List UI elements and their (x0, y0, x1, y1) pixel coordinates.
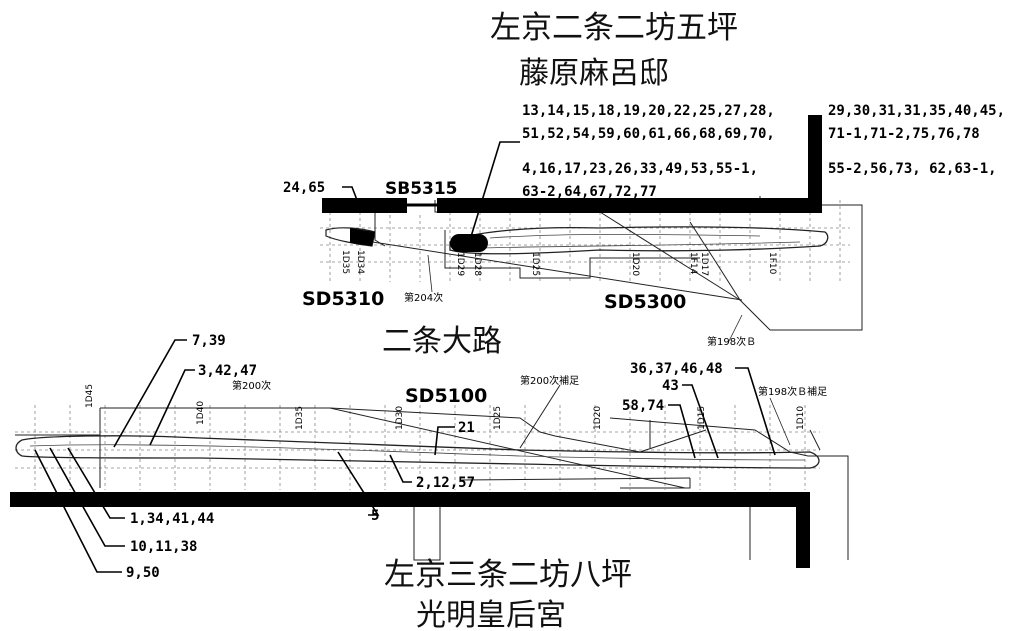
sd5100-ditch-inner (29, 444, 806, 461)
sb5315-bar-left (322, 198, 407, 213)
north-block-name: 左京二条二坊五坪 (490, 10, 738, 46)
callout-1-34-41-44: 1,34,41,44 (130, 511, 214, 527)
north-wall-vertical (808, 115, 822, 213)
upper-trench-outline (324, 196, 863, 331)
sd5300-label: SD5300 (604, 291, 686, 313)
callout-21: 21 (458, 420, 475, 436)
grid-label: 1D15 (697, 406, 707, 430)
callout-24-65: 24,65 (283, 180, 325, 196)
callout-7-39: 7,39 (192, 333, 226, 349)
callout-row2-left: 51,52,54,59,60,61,66,68,69,70, (522, 126, 775, 142)
callout-5: 5 (371, 508, 379, 524)
grid-label: 1D40 (196, 401, 206, 425)
grid-label: 1D35 (340, 250, 350, 274)
sd5100-label: SD5100 (405, 385, 487, 407)
south-wall-vertical (796, 492, 810, 568)
grid-label: 1D28 (472, 252, 482, 276)
grid-label: 1F10 (767, 252, 777, 275)
grid-label: 1D34 (355, 250, 365, 274)
sd5300-ditch-inner (479, 233, 801, 249)
grid-label: 1D25 (493, 406, 503, 430)
grid-label: 1D35 (295, 406, 305, 430)
grid-label: 1D45 (85, 384, 95, 408)
south-block-name: 左京三条二坊八坪 (384, 557, 632, 593)
callout-row1-right: 29,30,31,31,35,40,45, (828, 103, 1005, 119)
grid-label: 1D25 (530, 252, 540, 276)
leader-lines (34, 141, 776, 573)
callout-9-50: 9,50 (126, 565, 160, 581)
excavation-200-supp-label: 第200次補足 (520, 374, 579, 387)
sd5310-label: SD5310 (302, 288, 384, 310)
sd5100-ditch (15, 435, 820, 469)
sd5300-black-end (450, 234, 488, 252)
callout-3-42-47: 3,42,47 (198, 363, 257, 379)
south-wall-horizontal (10, 492, 810, 507)
street-name: 二条大路 (382, 324, 502, 359)
north-owner-name: 藤原麻呂邸 (519, 56, 669, 91)
south-owner-name: 光明皇后宮 (416, 598, 566, 631)
grid-label: 1D17 (699, 252, 709, 276)
grid-label: 1D20 (630, 252, 640, 276)
excavation-204-label: 第204次 (404, 291, 443, 304)
lower-grid-labels: 1D45 1D40 1D35 1D30 1D25 1D20 1D15 1D10 (85, 384, 806, 430)
grid-label: 1D30 (395, 406, 405, 430)
callout-58-74: 58,74 (622, 398, 664, 414)
callout-row3-left: 4,16,17,23,26,33,49,53,55-1, (522, 161, 758, 177)
excavation-200-label: 第200次 (232, 379, 271, 392)
lower-grid (15, 405, 820, 490)
callout-row4-left: 63-2,64,67,72,77 (522, 184, 657, 200)
sd5300-ditch (449, 226, 829, 255)
callout-row1-left: 13,14,15,18,19,20,22,25,27,28, (522, 103, 775, 119)
sb5315-label: SB5315 (385, 179, 458, 199)
grid-label: 1D20 (593, 406, 603, 430)
callout-43: 43 (662, 378, 679, 394)
grid-label: 1D29 (455, 252, 465, 276)
annotation-leaders (427, 254, 791, 446)
callout-row3-right: 55-2,56,73, 62,63-1, (828, 161, 997, 177)
excavation-198b-supp-label: 第198次Ｂ補足 (758, 385, 827, 398)
upper-grid-labels: 1D35 1D34 1D29 1D28 1D25 1D20 1F14 1D17 … (340, 250, 777, 276)
excavation-198b-label: 第198次Ｂ (707, 335, 756, 348)
callout-2-12-57: 2,12,57 (416, 475, 475, 491)
grid-label: 1F14 (688, 252, 698, 275)
callout-row2-right: 71-1,71-2,75,76,78 (828, 126, 980, 142)
north-wall-horizontal (437, 198, 820, 213)
grid-label: 1D10 (796, 406, 806, 430)
lower-trench-outline (15, 384, 849, 561)
callout-36-37-46-48: 36,37,46,48 (630, 361, 723, 377)
sd5310-black-end (350, 228, 375, 246)
callout-10-11-38: 10,11,38 (130, 539, 197, 555)
